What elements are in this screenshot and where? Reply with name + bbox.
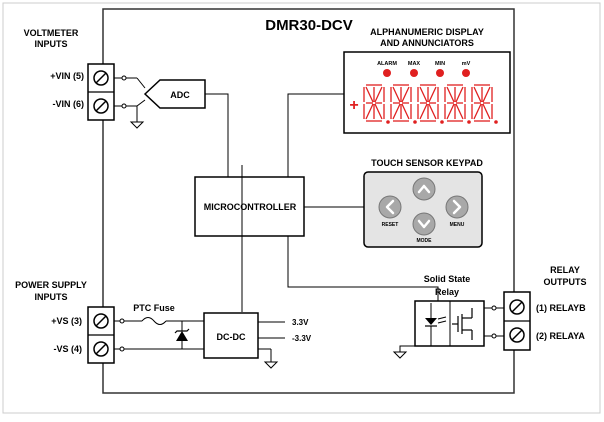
power-wiring [114, 317, 204, 352]
annunciator-mv: mV [462, 61, 471, 77]
mcu-to-display-line [287, 93, 344, 177]
screw-terminal-icon [509, 299, 525, 315]
vin-neg-label: -VIN (6) [53, 99, 85, 109]
digit-row [363, 84, 498, 124]
power-terminal-block [87, 306, 115, 364]
voltmeter-terminal-block [87, 63, 115, 121]
ssr-label-line2: Relay [435, 287, 459, 297]
touch-keypad: RESET MODE MENU [363, 171, 483, 248]
voltmeter-inputs-label-line1: VOLTMETER [24, 28, 79, 38]
vin-pos-label: +VIN (5) [50, 71, 84, 81]
display-label-line1: ALPHANUMERIC DISPLAY [370, 27, 484, 37]
ground-icon [129, 118, 145, 129]
relay-wiring [484, 305, 506, 339]
dcdc-label: DC-DC [217, 332, 246, 342]
display-label-line2: AND ANNUNCIATORS [380, 38, 474, 48]
plus-sign: + [349, 97, 358, 114]
ground-icon [263, 361, 279, 369]
screw-terminal-icon [93, 98, 109, 114]
adc-to-mcu-line [205, 93, 229, 177]
keypad-label: TOUCH SENSOR KEYPAD [371, 158, 483, 168]
segment-digit-icon [471, 84, 498, 124]
adc-block: ADC [143, 79, 206, 109]
key-mode[interactable] [412, 212, 436, 236]
key-up[interactable] [412, 177, 436, 201]
dcdc-block: DC-DC [203, 312, 259, 359]
microcontroller-block: MICROCONTROLLER [194, 176, 305, 237]
annunciator-label: MIN [435, 61, 445, 67]
relayb-label: (1) RELAYB [536, 303, 586, 313]
decimal-point-icon [467, 120, 471, 124]
vin-wiring [114, 75, 146, 118]
annunciator-max: MAX [408, 61, 421, 77]
adc-label: ADC [170, 90, 190, 100]
segment-digit-icon [444, 84, 471, 124]
led-icon [425, 303, 447, 342]
chevron-up-icon [417, 184, 431, 194]
v33-neg-label: -3.3V [292, 334, 312, 343]
relay-outputs-label-line2: OUTPUTS [543, 277, 586, 287]
dcdc-output-wiring [258, 321, 285, 362]
annunciator-row: ALARM MAX MIN mV [377, 61, 471, 77]
segment-digit-icon [363, 84, 390, 124]
power-inputs-label-line1: POWER SUPPLY [15, 280, 87, 290]
annunciator-led-icon [436, 69, 444, 77]
segment-digit-icon [417, 84, 444, 124]
screw-terminal-icon [93, 341, 109, 357]
ssr-ground-wiring [399, 342, 432, 352]
device-enclosure [102, 8, 515, 394]
key-menu-label: MENU [450, 222, 465, 228]
decimal-point-icon [494, 120, 498, 124]
annunciator-led-icon [383, 69, 391, 77]
v33-pos-label: 3.3V [292, 318, 309, 327]
decimal-point-icon [440, 120, 444, 124]
key-menu[interactable] [445, 195, 469, 219]
key-reset[interactable] [378, 195, 402, 219]
ssr-label-line1: Solid State [424, 274, 471, 284]
screw-terminal-icon [93, 313, 109, 329]
annunciator-label: ALARM [377, 61, 397, 67]
power-inputs-label-line2: INPUTS [34, 292, 67, 302]
chevron-left-icon [385, 199, 395, 215]
ground-icon [392, 351, 408, 359]
solid-state-relay [414, 300, 485, 347]
voltmeter-inputs-label-line2: INPUTS [34, 39, 67, 49]
decimal-point-icon [413, 120, 417, 124]
ptc-fuse-label: PTC Fuse [133, 303, 175, 313]
segment-digit-icon [390, 84, 417, 124]
zener-diode-icon [174, 328, 190, 341]
alphanumeric-display: ALARM MAX MIN mV + [343, 51, 511, 134]
vs-pos-label: +VS (3) [51, 316, 82, 326]
key-reset-label: RESET [382, 222, 399, 228]
vs-neg-label: -VS (4) [53, 344, 82, 354]
screw-terminal-icon [509, 327, 525, 343]
screw-terminal-icon [93, 70, 109, 86]
microcontroller-label: MICROCONTROLLER [204, 202, 297, 212]
key-mode-label: MODE [417, 238, 433, 244]
annunciator-label: mV [462, 61, 471, 67]
annunciator-label: MAX [408, 61, 421, 67]
device-title: DMR30-DCV [265, 17, 353, 34]
annunciator-alarm: ALARM [377, 61, 397, 77]
annunciator-led-icon [462, 69, 470, 77]
mosfet-icon [452, 308, 473, 340]
fuse-icon [141, 317, 167, 325]
decimal-point-icon [386, 120, 390, 124]
annunciator-min: MIN [435, 61, 445, 77]
chevron-right-icon [452, 199, 462, 215]
outer-frame [2, 2, 601, 414]
mcu-to-relay-line [287, 236, 439, 301]
annunciator-led-icon [410, 69, 418, 77]
chevron-down-icon [417, 219, 431, 229]
relaya-label: (2) RELAYA [536, 331, 585, 341]
relay-outputs-label-line1: RELAY [550, 265, 580, 275]
relay-terminal-block [503, 291, 531, 351]
